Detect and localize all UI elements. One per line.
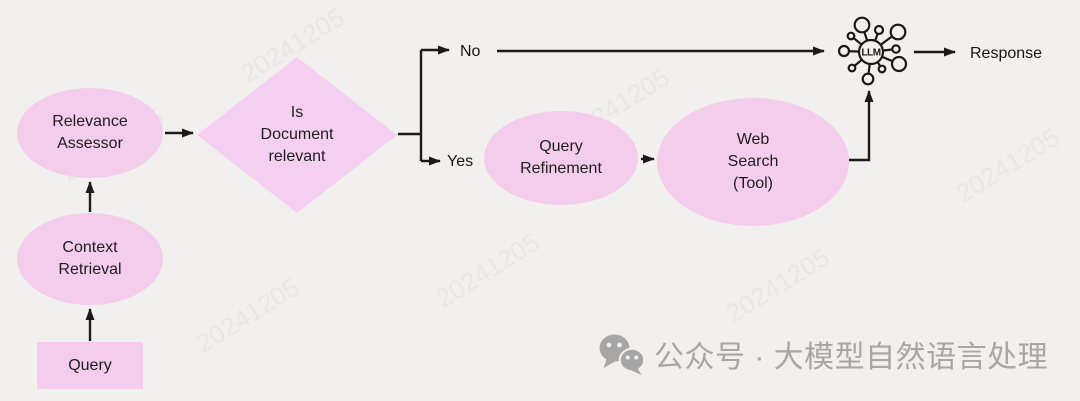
decision-diamond-shape [197, 57, 397, 213]
llm-satellite-node [853, 16, 871, 34]
decision-branch-line [398, 50, 423, 161]
llm-satellite-node [890, 55, 908, 73]
llm-center-circle [857, 38, 885, 66]
llm-satellite-node [889, 23, 907, 41]
branch-no-label: No [460, 43, 481, 60]
llm-satellite-node [847, 63, 857, 73]
channel-watermark: 公众号 · 大模型自然语言处理 [599, 331, 1048, 377]
context-retrieval-node-shape [17, 213, 163, 305]
wechat-icon [599, 334, 645, 375]
llm-satellite-node [873, 24, 885, 36]
llm-satellite-node [891, 44, 901, 54]
channel-watermark-text: 公众号 · 大模型自然语言处理 [654, 341, 1049, 374]
branch-yes-label: Yes [447, 153, 474, 170]
response-label: Response [970, 45, 1043, 62]
llm-label: LLM [861, 48, 880, 59]
llm-satellite-node [837, 44, 851, 58]
relevance-assessor-node-shape [17, 88, 163, 178]
llm-satellite-node [877, 64, 887, 74]
query-node-shape [37, 342, 143, 389]
llm-satellite-node [846, 31, 856, 41]
llm-network-icon: LLM [837, 16, 908, 86]
llm-satellite-node [861, 72, 875, 86]
arrow-websearch-to-llm [849, 90, 874, 162]
web-search-node-shape [657, 98, 849, 226]
query-refinement-node-shape [484, 111, 638, 205]
